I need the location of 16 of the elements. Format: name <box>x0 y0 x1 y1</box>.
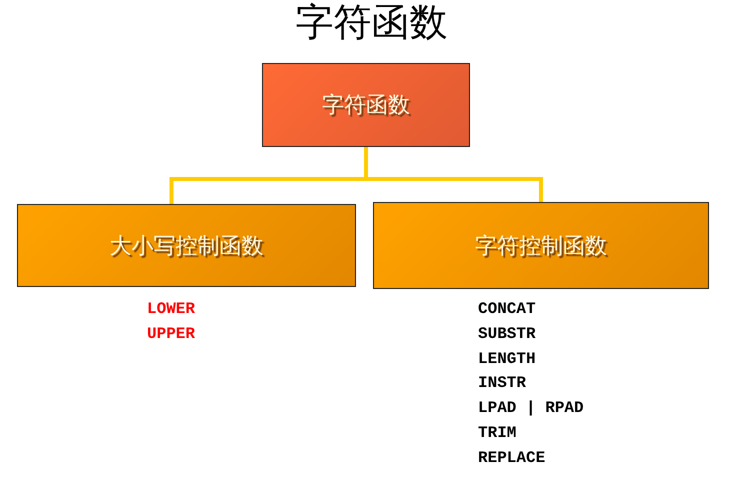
function-name: LOWER <box>147 300 196 318</box>
function-name: LENGTH <box>478 350 536 368</box>
function-name: SUBSTR <box>478 324 536 343</box>
box-label: 大小写控制函数 <box>110 232 264 260</box>
function-name: TRIM <box>478 424 516 442</box>
category-box <box>17 204 356 287</box>
function-name: LPAD | RPAD <box>478 399 584 418</box>
function-name: INSTR <box>478 374 526 392</box>
box-label: 字符函数 <box>322 92 410 120</box>
box-label: 字符控制函数 <box>475 232 607 260</box>
category-box <box>262 63 470 147</box>
function-name: REPLACE <box>478 448 546 467</box>
title: 字符函数 <box>296 0 448 44</box>
function-name: CONCAT <box>478 300 536 318</box>
function-name: UPPER <box>147 324 196 343</box>
category-box <box>373 202 709 289</box>
